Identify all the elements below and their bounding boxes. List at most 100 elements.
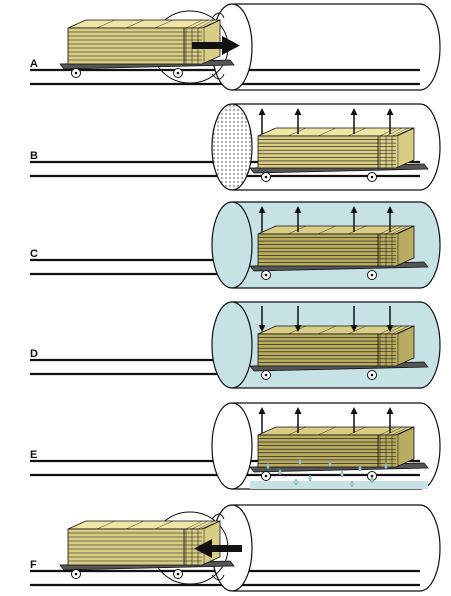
arrow-head — [258, 407, 266, 414]
arrow-head — [294, 325, 302, 332]
wheel-hub — [264, 474, 268, 478]
top-board-line — [347, 127, 367, 137]
arrow-head — [294, 108, 302, 115]
stack-front — [257, 434, 379, 468]
panel-label: A — [30, 58, 38, 70]
drip-icon — [308, 474, 312, 482]
top-board-line — [287, 127, 307, 137]
top-board-line — [317, 426, 337, 436]
top-board-line — [347, 225, 367, 235]
board-end-line — [379, 325, 397, 335]
drip-icon — [294, 478, 298, 486]
stack-front — [257, 135, 379, 169]
door-icon — [211, 402, 253, 490]
door-icon — [211, 201, 253, 289]
cylinder-end — [419, 3, 441, 91]
panel-label: F — [30, 559, 37, 571]
top-board-line — [317, 127, 337, 137]
board-end-line — [391, 426, 409, 436]
cylinder-end — [419, 504, 441, 592]
arrow-head — [350, 206, 358, 213]
wheel-hub — [176, 572, 180, 576]
top-board-line — [347, 426, 367, 436]
drip-icon — [328, 460, 332, 468]
wheel-hub — [370, 474, 374, 478]
arrow-head — [194, 539, 212, 558]
board-end-line — [197, 520, 215, 530]
panel-c: C — [30, 201, 441, 289]
arrow-head — [350, 407, 358, 414]
door-hinge — [211, 73, 225, 80]
stack-front — [67, 27, 185, 65]
board-end-line — [391, 127, 409, 137]
top-board-line — [287, 225, 307, 235]
door-hinge — [211, 574, 225, 581]
cylinder-end — [419, 201, 441, 289]
wheel-hub — [264, 373, 268, 377]
wheel-hub — [74, 71, 78, 75]
board-end-line — [397, 426, 415, 436]
wheel-hub — [370, 273, 374, 277]
door-icon — [211, 301, 253, 389]
board-end-line — [203, 19, 221, 29]
board-end-line — [379, 225, 397, 235]
top-board-line — [154, 520, 174, 530]
top-board-line — [125, 19, 145, 29]
door-icon — [211, 103, 253, 191]
drip-icon — [370, 476, 374, 484]
drip-icon — [340, 470, 344, 478]
arrow-head — [350, 108, 358, 115]
arrow-head — [386, 108, 394, 115]
arrow-icon — [210, 545, 242, 552]
stack-front — [257, 333, 379, 367]
panel-b: B — [30, 103, 441, 191]
panel-d: D — [30, 301, 441, 389]
panel-label: B — [30, 150, 38, 162]
board-end-line — [391, 225, 409, 235]
board-end-line — [385, 225, 403, 235]
wheel-hub — [264, 175, 268, 179]
drip-icon — [278, 468, 282, 476]
wheel-hub — [176, 71, 180, 75]
panel-label: C — [30, 248, 38, 260]
board-end-line — [385, 325, 403, 335]
liquid-pool — [250, 481, 428, 489]
arrow-head — [294, 206, 302, 213]
board-end-line — [397, 325, 415, 335]
top-board-line — [96, 19, 116, 29]
top-board-line — [287, 426, 307, 436]
board-end-line — [185, 520, 203, 530]
arrow-head — [386, 325, 394, 332]
panel-label: D — [30, 348, 38, 360]
board-end-line — [197, 19, 215, 29]
wheel-hub — [370, 373, 374, 377]
cylinder-end — [419, 301, 441, 389]
arrow-head — [222, 36, 240, 55]
arrow-head — [386, 206, 394, 213]
board-end-line — [191, 520, 209, 530]
arrow-icon — [192, 42, 222, 49]
top-board-line — [96, 520, 116, 530]
door-hinge — [211, 12, 225, 19]
top-board-line — [125, 520, 145, 530]
board-end-line — [397, 225, 415, 235]
cylinder-end — [419, 402, 441, 490]
arrow-head — [294, 407, 302, 414]
board-end-line — [191, 19, 209, 29]
board-end-line — [185, 19, 203, 29]
drip-icon — [384, 462, 388, 470]
arrow-head — [386, 407, 394, 414]
door-hinge — [211, 513, 225, 520]
drip-icon — [266, 462, 270, 470]
stack-front — [257, 233, 379, 267]
arrow-head — [258, 108, 266, 115]
panel-f: F — [30, 504, 441, 592]
board-end-line — [385, 127, 403, 137]
top-board-line — [317, 225, 337, 235]
drip-icon — [350, 480, 354, 488]
wheel-hub — [74, 572, 78, 576]
board-end-line — [385, 426, 403, 436]
drip-icon — [358, 464, 362, 472]
top-board-line — [347, 325, 367, 335]
